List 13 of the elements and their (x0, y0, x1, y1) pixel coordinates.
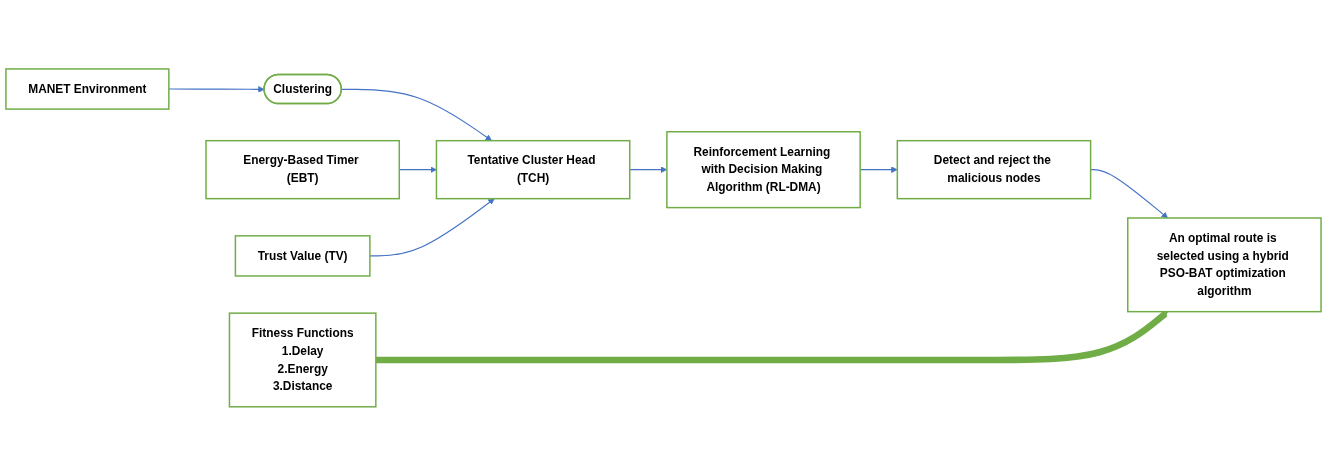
node-box: An optimal route is selected using a hybrid PSO-BAT optimization algorithm (1127, 216, 1322, 313)
arrow (369, 198, 495, 257)
node-box: MANET Environment (5, 67, 170, 110)
node-box: Detect and reject the malicious nodes (896, 139, 1092, 200)
arrow (1090, 168, 1168, 218)
node-box: Energy-Based Timer (EBT) (205, 139, 401, 200)
node-box: Trust Value (TV) (234, 234, 371, 277)
node-box: Fitness Functions 1.Delay 2.Energy 3.Distance (228, 312, 377, 408)
arrow (168, 85, 265, 93)
node-box: Reinforcement Learning with Decision Making Algorithm (RL-DMA) (666, 130, 861, 208)
node-box: Tentative Cluster Head (TCH) (435, 139, 631, 200)
arrow (375, 310, 1168, 363)
arrow (341, 88, 492, 141)
